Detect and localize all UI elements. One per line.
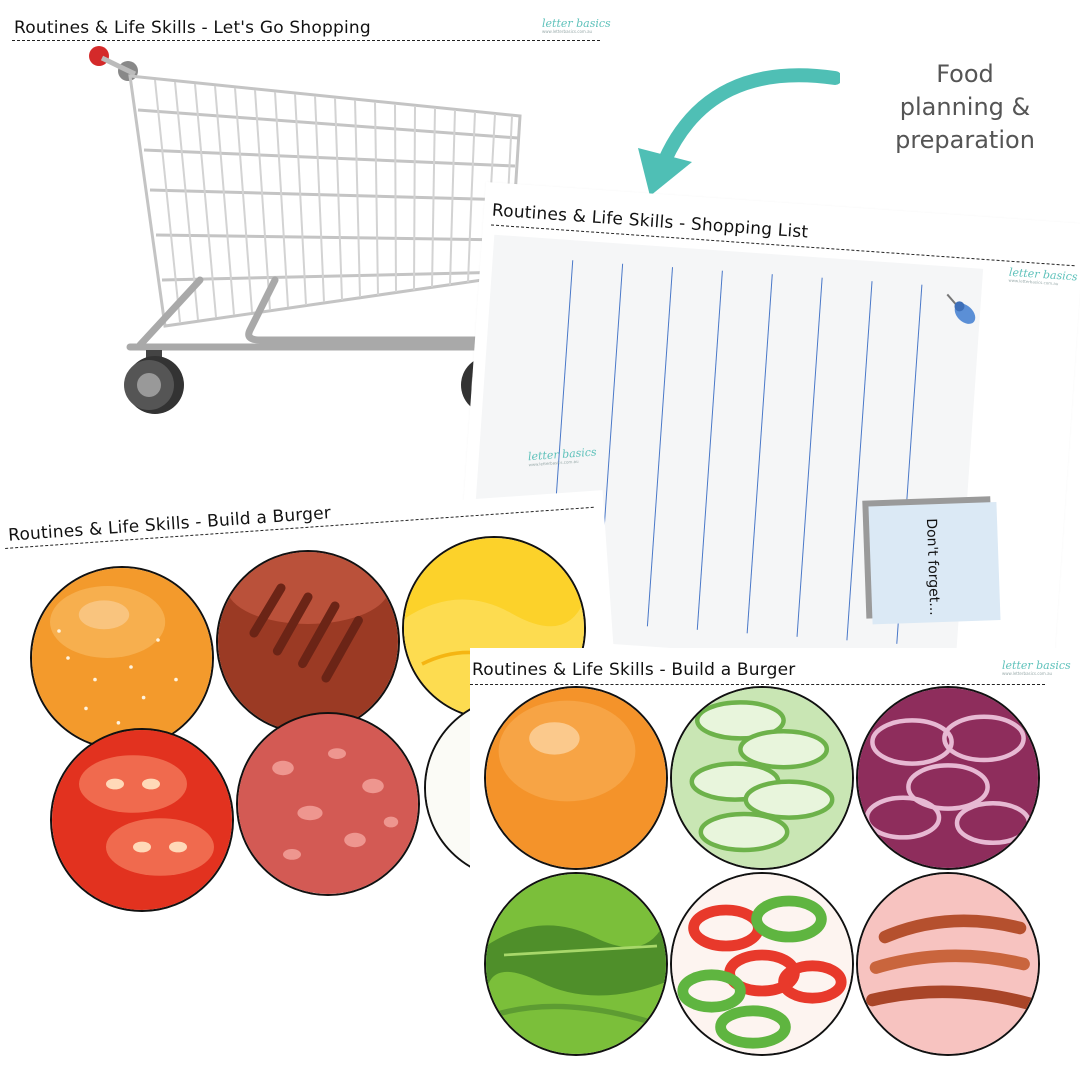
sticky-note-text: Don't forget... (922, 518, 943, 616)
tagline-line-1: Food (936, 60, 994, 88)
ingredient-orange[interactable] (484, 686, 668, 870)
shopping-card-title: Routines & Life Skills - Let's Go Shoppi… (14, 18, 371, 38)
tagline-line-3: preparation (895, 126, 1035, 154)
ingredient-tomato[interactable] (50, 728, 234, 912)
ingredient-cucumber[interactable] (670, 686, 854, 870)
burger-front-divider (470, 684, 1045, 685)
tagline: Food planning & preparation (880, 58, 1050, 157)
ingredient-meat-patty[interactable] (216, 550, 400, 734)
ingredient-bun[interactable] (30, 566, 214, 750)
push-pin-icon (946, 293, 976, 324)
sticky-note: Don't forget... (868, 502, 1001, 625)
ingredient-bacon[interactable] (856, 872, 1040, 1056)
ingredient-capsicum[interactable] (670, 872, 854, 1056)
ingredient-lettuce[interactable] (484, 872, 668, 1056)
burger-card-front: Routines & Life Skills - Build a Burger … (470, 648, 1080, 1080)
ingredient-salami[interactable] (236, 712, 420, 896)
burger-back-title: Routines & Life Skills - Build a Burger (7, 503, 332, 546)
burger-front-title: Routines & Life Skills - Build a Burger (472, 660, 796, 680)
curved-arrow-icon (638, 68, 840, 196)
ingredient-red-onion[interactable] (856, 686, 1040, 870)
tagline-line-2: planning & (899, 93, 1031, 121)
shopping-card-divider (12, 40, 600, 41)
